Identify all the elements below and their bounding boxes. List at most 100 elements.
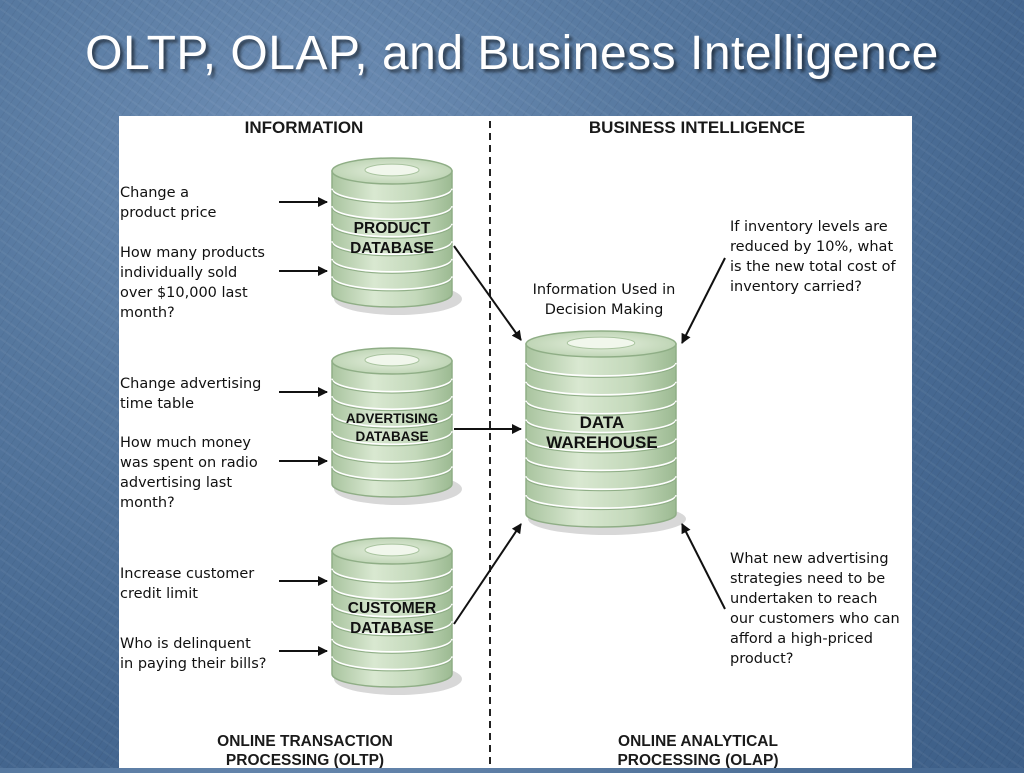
question-text: Change a	[120, 185, 189, 201]
cylinder-band	[331, 450, 453, 464]
advertising-database-cylinder	[331, 347, 462, 505]
footer-oltp: ONLINE TRANSACTION	[217, 733, 393, 750]
question-text: How many products	[120, 245, 265, 261]
footer-olap: PROCESSING (OLAP)	[617, 752, 778, 768]
cylinder-band	[331, 605, 453, 619]
question-text: was spent on radio	[120, 455, 258, 471]
cylinder-body	[331, 550, 453, 688]
question-text: credit limit	[120, 586, 198, 602]
header-business-intelligence: BUSINESS INTELLIGENCE	[589, 118, 805, 137]
question-text: afford a high-priced	[730, 631, 873, 647]
question-text: advertising last	[120, 475, 232, 491]
question-text: strategies need to be	[730, 571, 885, 587]
arrow-icon	[453, 523, 522, 625]
warehouse-caption: Information Used in	[533, 282, 676, 298]
cylinder-cap	[566, 336, 636, 350]
cylinder-band	[331, 466, 453, 481]
cylinder-band	[331, 378, 453, 393]
customer-database-cylinder	[331, 537, 462, 695]
cylinder-band	[331, 467, 453, 482]
question-text: time table	[120, 396, 194, 412]
oltp-olap-diagram: INFORMATION BUSINESS INTELLIGENCE Change…	[120, 118, 900, 769]
cylinder-band	[525, 476, 677, 491]
cylinder-band	[331, 585, 453, 600]
question-text: our customers who can	[730, 611, 900, 627]
cylinder-band	[525, 400, 677, 415]
cylinder-band	[331, 260, 453, 274]
advertising-database-label: ADVERTISING	[346, 411, 438, 426]
question-text: Increase customer	[120, 566, 254, 582]
arrow-icon	[681, 257, 726, 344]
question-text: Change advertising	[120, 376, 261, 392]
cylinder-band	[331, 241, 453, 256]
cylinder-band	[331, 621, 453, 636]
cylinder-body	[331, 360, 453, 498]
question-text: individually sold	[120, 265, 237, 281]
cylinder-band	[331, 397, 453, 412]
question-text: Who is delinquent	[120, 636, 251, 652]
cylinder-band	[525, 402, 677, 416]
question-text: is the new total cost of	[730, 259, 897, 275]
cylinder-band	[331, 395, 453, 410]
cylinder-band	[525, 477, 677, 492]
cylinder-band	[331, 276, 453, 291]
cylinder-band	[331, 569, 453, 584]
cylinder-band	[331, 587, 453, 602]
arrow-icon	[681, 523, 726, 610]
cylinder-band	[525, 381, 677, 396]
cylinder-band	[331, 225, 453, 239]
question-text: product?	[730, 651, 793, 667]
cylinder-band	[525, 496, 677, 511]
warehouse-caption: Decision Making	[545, 302, 664, 318]
cylinder-band	[331, 448, 453, 463]
arrow-icon	[453, 245, 522, 341]
footer-olap: ONLINE ANALYTICAL	[618, 733, 778, 750]
olap-question-top: If inventory levels are reduced by 10%, …	[730, 219, 897, 295]
question-text: product price	[120, 205, 217, 221]
question-text: undertaken to reach	[730, 591, 877, 607]
cylinder-band	[331, 415, 453, 429]
cylinder-band	[331, 205, 453, 220]
cylinder-band	[331, 379, 453, 394]
cylinder-body	[525, 343, 677, 528]
cylinder-band	[331, 431, 453, 446]
header-information: INFORMATION	[245, 118, 364, 137]
cylinder-body	[331, 170, 453, 308]
data-warehouse-label: DATA	[580, 413, 625, 432]
question-text: What new advertising	[730, 551, 889, 567]
slide-title: OLTP, OLAP, and Business Intelligence	[85, 27, 939, 80]
customer-database-label: CUSTOMER	[348, 600, 436, 617]
question-text: month?	[120, 305, 175, 321]
cylinder-band	[331, 413, 453, 428]
cylinder-band	[525, 420, 677, 435]
cylinder-band	[331, 258, 453, 273]
cylinder-cap	[364, 543, 420, 557]
cylinder-band	[331, 640, 453, 654]
product-database-cylinder	[331, 157, 462, 315]
cylinder-band	[525, 383, 677, 397]
cylinder-band	[331, 657, 453, 672]
advertising-database-label: DATABASE	[356, 429, 429, 444]
cylinder-band	[525, 457, 677, 472]
cylinder-band	[331, 603, 453, 618]
cylinder-band	[525, 458, 677, 473]
question-text: How much money	[120, 435, 251, 451]
question-text: month?	[120, 495, 175, 511]
cylinder-band	[525, 494, 677, 509]
product-questions: Change a product price How many products…	[120, 185, 265, 321]
cylinder-band	[525, 438, 677, 453]
footer-oltp: PROCESSING (OLTP)	[226, 752, 384, 768]
cylinder-band	[331, 207, 453, 222]
cylinder-band	[331, 568, 453, 583]
cylinder-band	[331, 188, 453, 203]
cylinder-band	[525, 439, 677, 454]
data-warehouse-cylinder	[525, 330, 686, 535]
cylinder-cap	[364, 353, 420, 367]
cylinder-band	[331, 223, 453, 238]
customer-questions: Increase customer credit limit Who is de…	[120, 566, 266, 672]
cylinder-band	[331, 656, 453, 671]
product-database-label: DATABASE	[350, 240, 434, 257]
question-text: reduced by 10%, what	[730, 239, 893, 255]
cylinder-band	[331, 242, 453, 257]
product-database-label: PRODUCT	[354, 220, 431, 237]
